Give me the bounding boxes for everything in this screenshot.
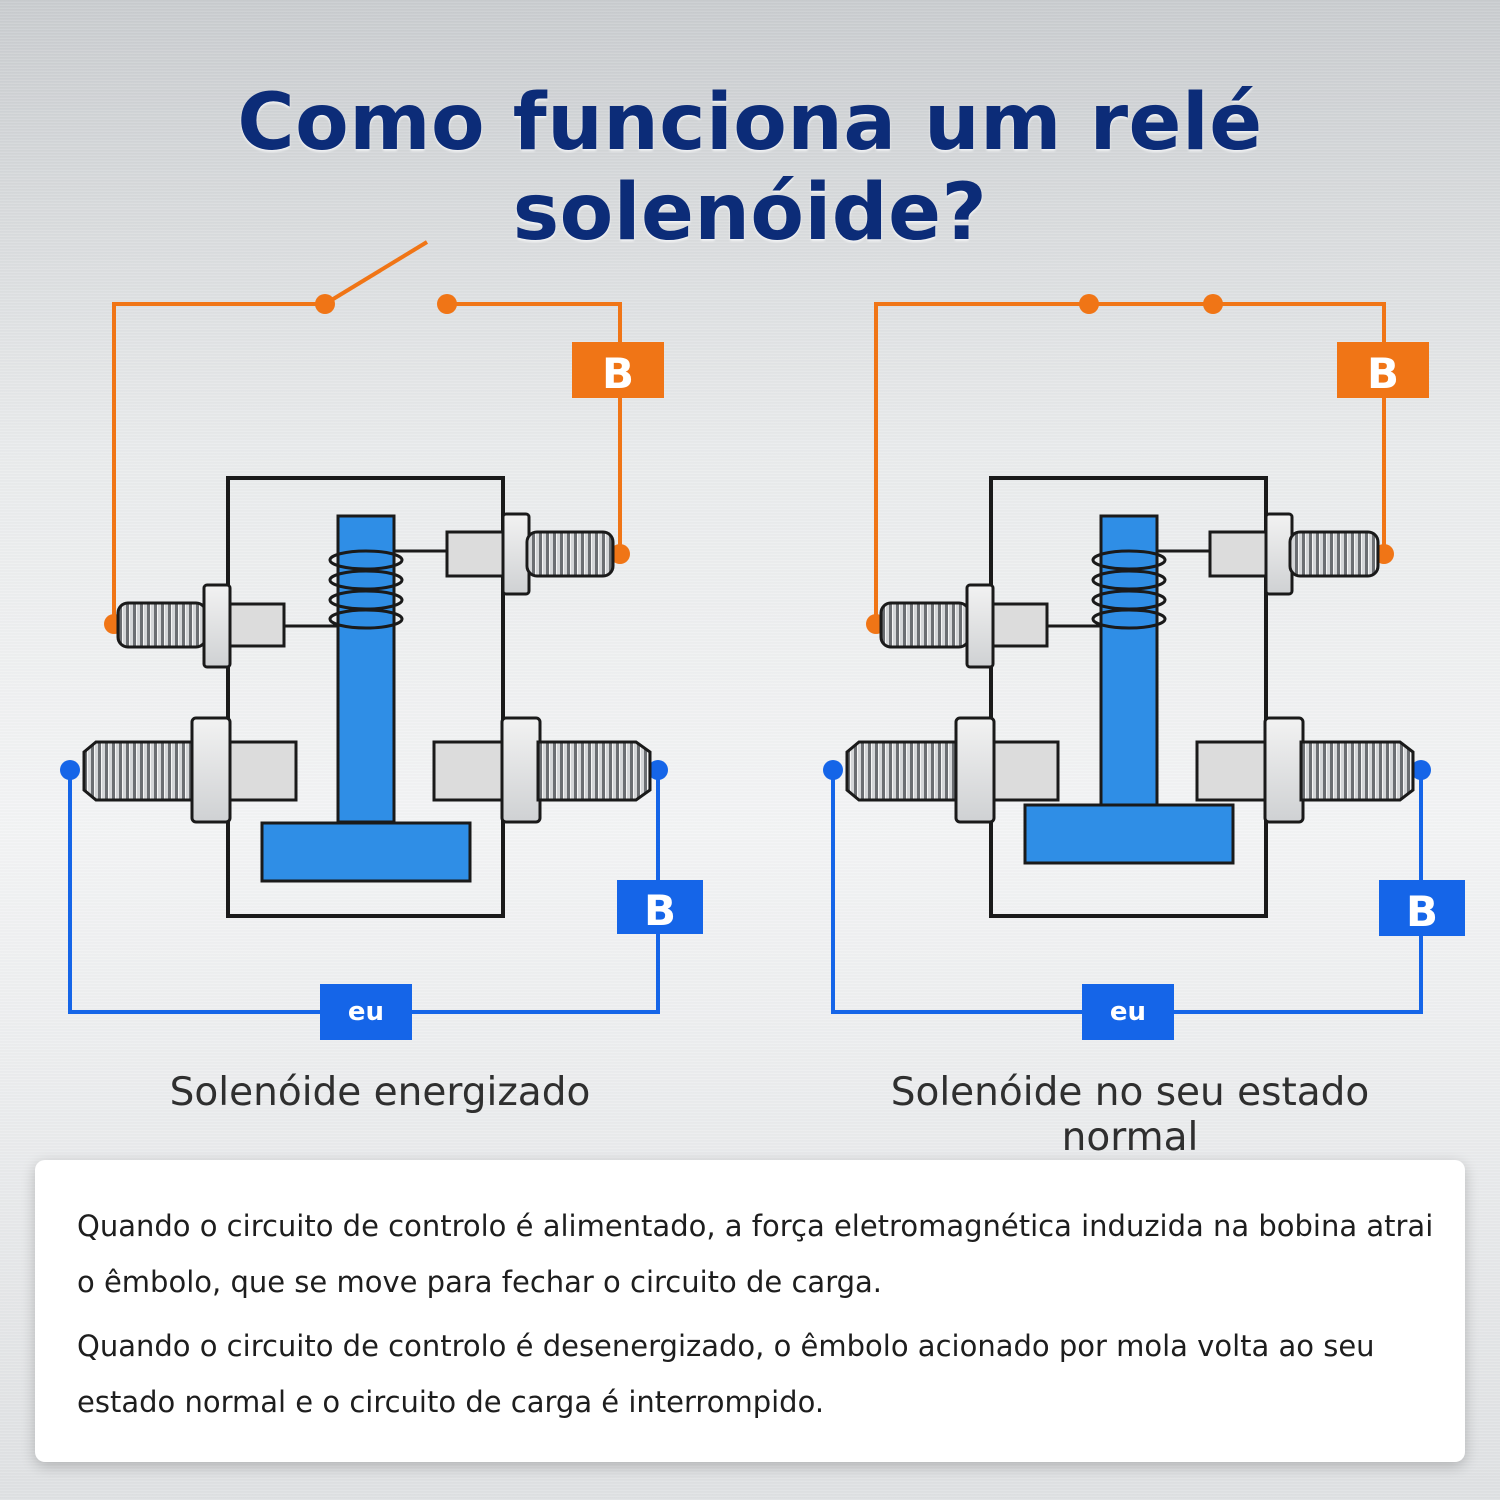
switch-contact: [315, 294, 335, 314]
explanation-paragraph-energized: Quando o circuito de controlo é alimenta…: [77, 1209, 1434, 1299]
coil-label: eu: [348, 997, 384, 1027]
battery-icon: B: [617, 880, 703, 935]
terminal-dot: [823, 760, 843, 780]
battery-label: B: [602, 349, 634, 398]
terminal-bolt-icon: [82, 716, 298, 824]
diagram-energized: B B eu: [60, 240, 703, 1040]
explanation-paragraph-deenergized: Quando o circuito de controlo é desenerg…: [77, 1329, 1375, 1419]
terminal-bolt-icon: [432, 716, 652, 824]
terminal-bolt-icon: [116, 583, 286, 669]
terminal-bolt-icon: [1208, 512, 1380, 596]
battery-icon: B: [572, 342, 664, 398]
diagram-normal: B B eu: [823, 294, 1465, 1040]
battery-label: B: [1406, 887, 1438, 936]
battery-label: B: [1367, 349, 1399, 398]
terminal-bolt-icon: [845, 716, 1060, 824]
relay-frame: [989, 476, 1268, 918]
open-switch-icon: [323, 240, 429, 306]
page-title: Como funciona um relé solenóide?: [237, 78, 1263, 258]
terminal-bolt-icon: [445, 512, 615, 596]
explanation-box: Quando o circuito de controlo é alimenta…: [35, 1160, 1465, 1462]
plunger-icon: [1023, 514, 1235, 865]
battery-icon: B: [1379, 880, 1465, 936]
switch-contact: [437, 294, 457, 314]
closed-switch-icon: [1079, 294, 1099, 314]
control-circuit-wire: [112, 302, 622, 624]
terminal-dot: [648, 760, 668, 780]
coil-label: eu: [1110, 997, 1146, 1027]
control-circuit-wire: [874, 302, 1386, 624]
coil-winding: [1047, 549, 1210, 630]
battery-icon: B: [1337, 342, 1429, 398]
coil-winding: [284, 549, 447, 630]
caption-energized: Solenóide energizado: [169, 1070, 591, 1115]
relay-frame: [226, 476, 505, 918]
terminal-dot: [60, 760, 80, 780]
coil-icon: eu: [1082, 984, 1174, 1040]
coil-icon: eu: [320, 984, 412, 1040]
switch-contact: [1203, 294, 1223, 314]
battery-label: B: [644, 886, 676, 935]
terminal-dot: [1411, 760, 1431, 780]
caption-normal: Solenóide no seu estado normal: [890, 1070, 1370, 1160]
terminal-bolt-icon: [1195, 716, 1415, 824]
terminal-dot: [610, 544, 630, 564]
terminal-bolt-icon: [879, 583, 1049, 669]
